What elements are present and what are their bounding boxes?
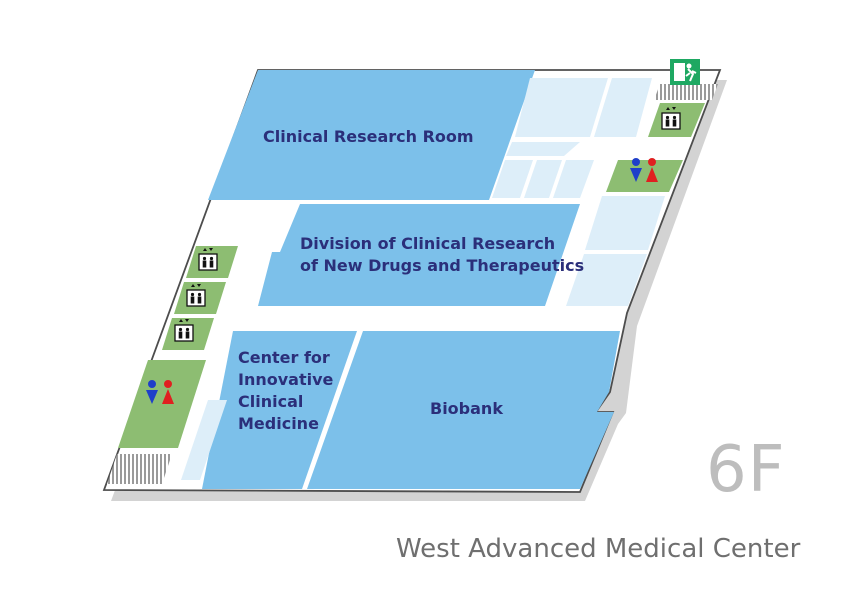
room-center-innovative-medicine[interactable] [202,331,357,489]
label-clinical-research-room: Clinical Research Room [263,127,474,146]
stairs-top-right [654,84,718,100]
room-division-clinical-research[interactable] [258,204,580,306]
building-name: West Advanced Medical Center [396,534,801,564]
floor-number: 6F [706,433,786,507]
light-room-top-1 [515,78,608,137]
facility-top-right-restroom [606,160,683,192]
room-clinical-research[interactable] [208,70,535,200]
light-room-right-2 [566,254,647,306]
label-biobank: Biobank [430,399,503,418]
light-room-mid-3 [524,160,562,198]
facility-left-restroom [118,360,206,448]
room-biobank[interactable] [307,331,620,489]
label-division-line-2: of New Drugs and Therapeutics [300,256,584,275]
stairs-bottom-left [107,454,172,484]
light-room-mid-1 [506,142,580,156]
label-center-line-1: Center for [238,348,330,367]
light-room-bottom-left [181,400,227,480]
light-room-right-1 [585,196,665,250]
label-division-line-1: Division of Clinical Research [300,234,555,253]
light-room-top-2 [594,78,652,137]
label-center-line-3: Clinical [238,392,303,411]
emergency-exit-icon [670,59,700,85]
label-center-line-4: Medicine [238,414,319,433]
label-center-line-2: Innovative [238,370,334,389]
light-room-mid-4 [553,160,594,198]
light-room-mid-2 [492,160,533,198]
